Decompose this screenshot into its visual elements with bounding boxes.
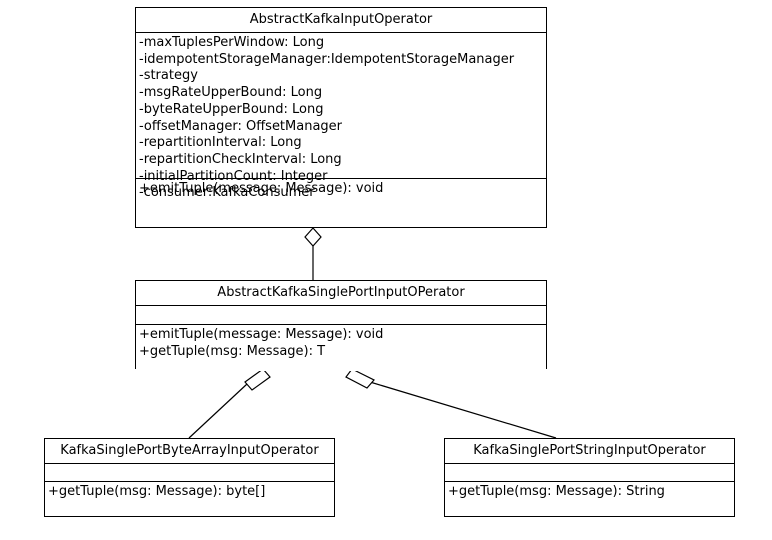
connector-line-middle-to-byte-array — [188, 383, 248, 439]
operations-compartment: +getTuple(msg: Message): String — [445, 482, 734, 516]
attribute-row: -maxTuplesPerWindow: Long — [139, 35, 325, 50]
attribute-row: -repartitionInterval: Long — [139, 135, 302, 151]
operations-compartment: +emitTuple(message: Message): void +getT… — [136, 325, 546, 371]
operation-row: +getTuple(msg: Message): byte[] — [48, 484, 266, 499]
connector-line-middle-to-string — [369, 381, 557, 439]
attribute-row: -idempotentStorageManager:IdempotentStor… — [139, 51, 515, 67]
attributes-compartment — [45, 464, 334, 482]
attribute-row: -offsetManager: OffsetManager — [139, 118, 343, 134]
operation-row: +getTuple(msg: Message): String — [448, 484, 665, 499]
attribute-row: -initialPartitionCount: Integer — [139, 168, 328, 184]
attribute-row: -byteRateUpperBound: Long — [139, 101, 324, 117]
operation-row: +emitTuple(message: Message): void — [139, 181, 384, 196]
attribute-row: -repartitionCheckInterval: Long — [139, 151, 342, 167]
operation-row: +getTuple(msg: Message): T — [139, 343, 326, 359]
operations-compartment: +emitTuple(message: Message): void — [136, 179, 546, 208]
aggregation-diamond-right — [345, 368, 375, 389]
class-name-kafka-single-port-string-input-operator: KafkaSinglePortStringInputOperator — [445, 439, 734, 464]
class-box-kafka-single-port-string-input-operator[interactable]: KafkaSinglePortStringInputOperator +getT… — [444, 438, 735, 517]
class-box-abstract-kafka-single-port-input-operator[interactable]: AbstractKafkaSinglePortInputOPerator +em… — [135, 280, 547, 371]
class-box-abstract-kafka-input-operator[interactable]: AbstractKafkaInputOperator -maxTuplesPer… — [135, 7, 547, 228]
class-box-kafka-single-port-byte-array-input-operator[interactable]: KafkaSinglePortByteArrayInputOperator +g… — [44, 438, 335, 517]
class-name-abstract-kafka-single-port-input-operator: AbstractKafkaSinglePortInputOPerator — [136, 281, 546, 306]
attributes-compartment — [136, 306, 546, 325]
class-name-kafka-single-port-byte-array-input-operator: KafkaSinglePortByteArrayInputOperator — [45, 439, 334, 464]
aggregation-diamond-top — [304, 227, 322, 247]
attributes-compartment — [445, 464, 734, 482]
attributes-compartment: -maxTuplesPerWindow: Long -idempotentSto… — [136, 33, 546, 200]
aggregation-diamond-left — [244, 368, 271, 391]
operation-row: +emitTuple(message: Message): void — [139, 327, 384, 342]
attribute-row: -msgRateUpperBound: Long — [139, 85, 323, 101]
attribute-row: -strategy — [139, 68, 198, 84]
class-name-abstract-kafka-input-operator: AbstractKafkaInputOperator — [136, 8, 546, 33]
operations-compartment: +getTuple(msg: Message): byte[] — [45, 482, 334, 516]
attribute-row: -consumer:KafkaConsumer — [139, 185, 315, 201]
